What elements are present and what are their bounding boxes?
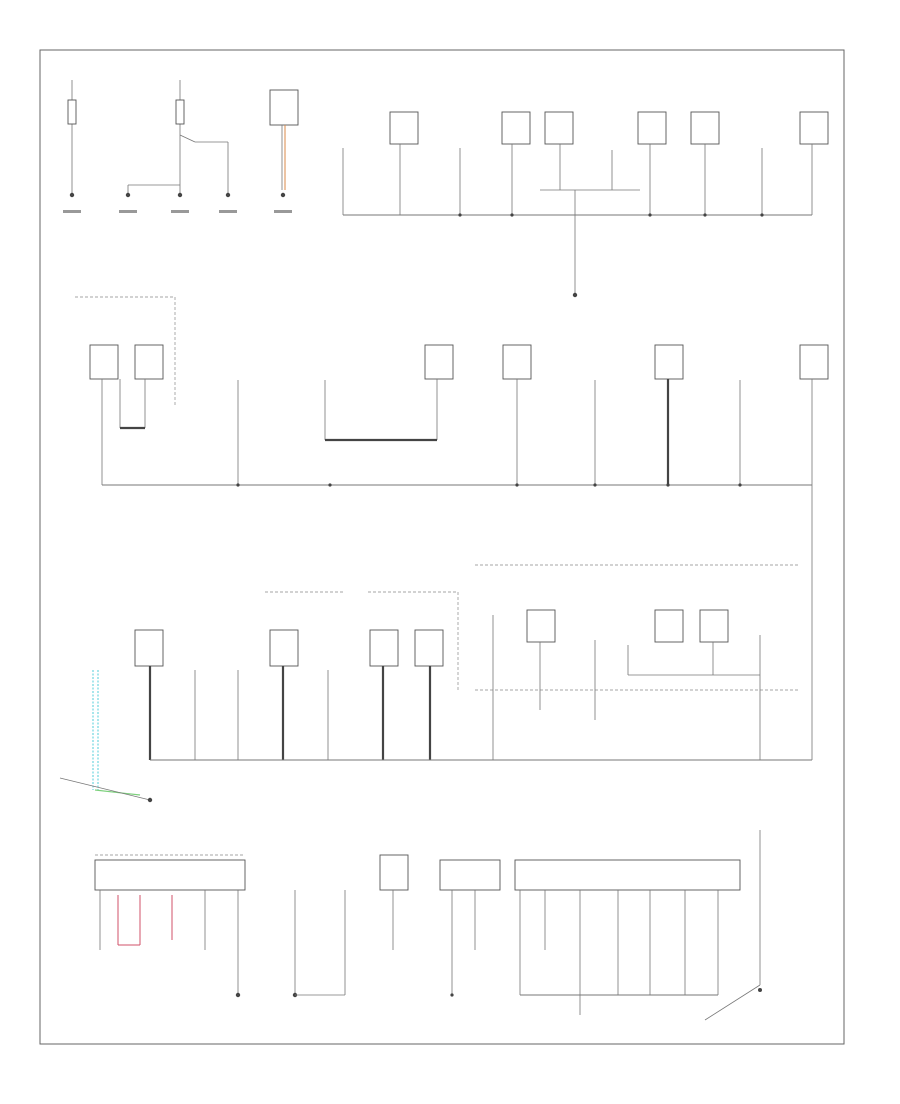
- section-top: [67, 80, 829, 298]
- ground-group-top-right: [342, 111, 829, 298]
- ground-group-left: [67, 80, 299, 198]
- ground-symbols: [63, 210, 292, 213]
- diagram-frame: [39, 49, 845, 1045]
- section-lower-middle: [59, 564, 812, 803]
- green-wire: [94, 789, 141, 796]
- section-bottom: [94, 830, 762, 1021]
- section-middle: [75, 296, 829, 760]
